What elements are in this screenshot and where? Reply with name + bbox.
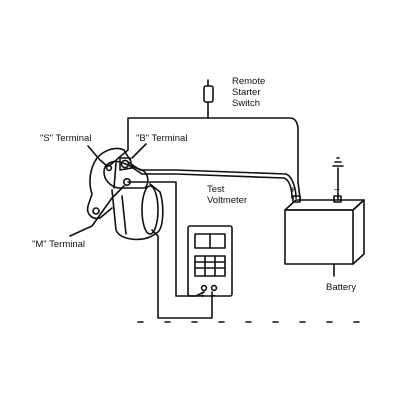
voltmeter-jack-positive — [200, 284, 208, 292]
battery-positive-post — [292, 195, 301, 203]
wire-remote-to-battery — [207, 117, 301, 199]
starter-motor — [86, 147, 164, 241]
b-terminal-leader — [131, 143, 147, 159]
starter-end-cap — [141, 185, 159, 235]
battery — [284, 195, 365, 277]
voltmeter-lead-to-ground — [151, 229, 213, 319]
battery-cable-to-b-terminal — [127, 161, 297, 199]
starter-solenoid — [103, 160, 149, 189]
solenoid-seam — [113, 162, 117, 189]
remote-starter-switch-label: Remote Starter Switch — [232, 76, 266, 109]
battery-negative-post — [333, 195, 342, 203]
s-terminal-label: "S" Terminal — [40, 133, 92, 144]
b-terminal-label: "B" Terminal — [136, 133, 188, 144]
test-voltmeter-label: Test Voltmeter — [207, 184, 248, 206]
wire-remote-to-s-terminal — [108, 113, 209, 167]
m-terminal-label: "M" Terminal — [32, 239, 86, 250]
battery-side — [352, 199, 365, 265]
remote-switch-body — [203, 85, 214, 103]
voltmeter-jack-negative — [210, 284, 218, 292]
b-terminal-post — [120, 159, 130, 169]
starter-body-band — [121, 195, 127, 235]
flange-bolt-hole — [92, 207, 100, 215]
voltmeter-case — [187, 225, 233, 297]
voltmeter-negative-sign: − — [211, 291, 216, 300]
voltmeter-keypad — [194, 255, 226, 277]
m-terminal-leader — [69, 185, 125, 237]
starter-mounting-flange — [86, 157, 113, 220]
remote-starter-switch — [203, 79, 214, 115]
battery-label: Battery — [326, 282, 357, 293]
s-terminal-leader — [87, 145, 108, 167]
battery-positive-sign: + — [290, 185, 296, 196]
battery-negative-sign: − — [334, 185, 340, 196]
test-voltmeter — [187, 225, 233, 297]
starter-nose — [96, 147, 131, 161]
voltmeter-positive-sign: + — [200, 291, 205, 300]
battery-cable-second-strand — [129, 165, 293, 199]
battery-case — [284, 209, 354, 265]
